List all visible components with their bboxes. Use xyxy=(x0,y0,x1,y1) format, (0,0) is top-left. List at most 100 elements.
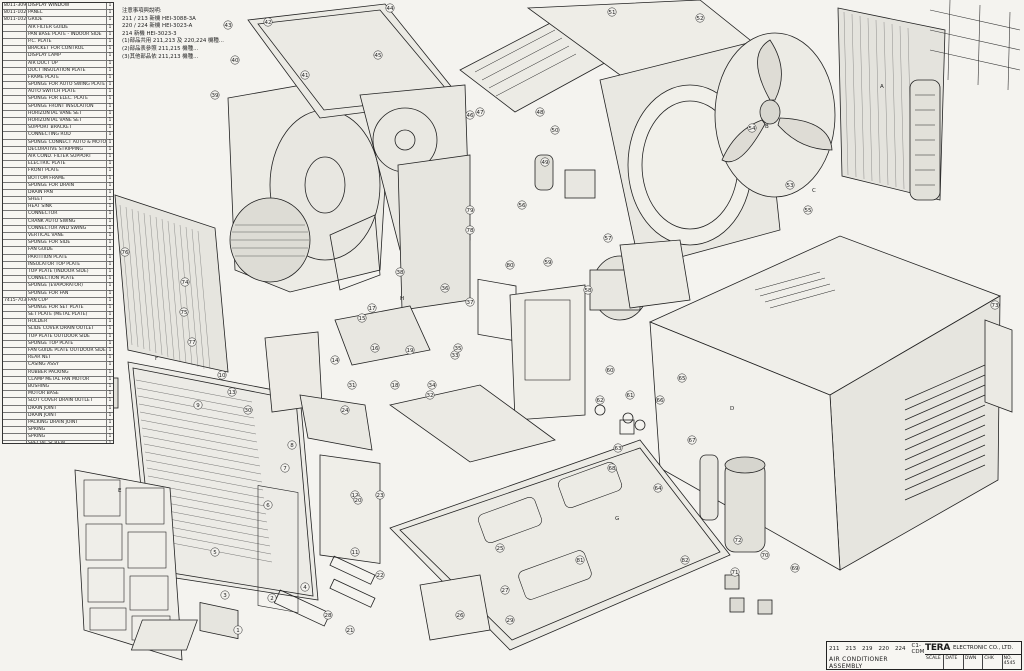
callout-39: 39 xyxy=(210,90,220,100)
callout-label: 49 xyxy=(542,160,549,166)
parts-list-desc: SPONGE TOP PLATE xyxy=(28,340,74,346)
callout-circle xyxy=(267,593,277,603)
callout-35: 35 xyxy=(453,343,463,353)
parts-list-qty: 1 xyxy=(106,38,113,46)
callout-circle xyxy=(607,463,617,473)
callout-label: 16 xyxy=(372,346,379,352)
callout-64: 64 xyxy=(653,483,663,493)
parts-list-desc: PACKING DRAIN JOINT xyxy=(28,419,79,425)
callout-circle xyxy=(340,405,350,415)
callout-62: 62 xyxy=(595,395,605,405)
callout-label: 82 xyxy=(682,558,689,564)
callout-circle xyxy=(603,233,613,243)
blower-assembly xyxy=(227,79,391,293)
parts-list-code xyxy=(3,304,27,312)
callout-10: 10 xyxy=(217,370,227,380)
parts-list-code xyxy=(3,139,27,146)
parts-list-desc: HEAT SINK xyxy=(28,204,53,210)
callout-circle xyxy=(323,610,333,620)
parts-list-desc: AIR FILTER GUIDE xyxy=(28,24,69,30)
callout-3: 3 xyxy=(220,590,230,600)
model-number: C1-CDM xyxy=(911,642,925,655)
callout-circle xyxy=(179,307,189,317)
parts-list-qty: 1 xyxy=(106,419,113,427)
parts-list-desc: VERTICAL VANE xyxy=(28,233,64,238)
parts-list-qty: 1 xyxy=(106,297,113,304)
callout-label: 1 xyxy=(236,628,240,634)
callout-circle xyxy=(223,20,233,30)
callout-34: 34 xyxy=(427,380,437,390)
callout-circle xyxy=(550,125,560,135)
callout-label: 25 xyxy=(497,546,504,552)
parts-list-qty: 1 xyxy=(106,340,113,347)
parts-list-desc: FRAME PLATE xyxy=(28,74,60,80)
note-line: 214 新機 HEI-3023-3 xyxy=(122,30,177,37)
callout-label: 7 xyxy=(283,466,287,472)
callout-circle xyxy=(230,55,240,65)
callout-label: 21 xyxy=(347,628,354,634)
parts-list-code xyxy=(3,326,27,333)
callout-label: 46 xyxy=(467,113,474,119)
callout-label: 76 xyxy=(122,250,129,256)
callout-circle xyxy=(287,440,297,450)
callout-circle xyxy=(540,157,550,167)
connection-letter-C: C xyxy=(812,188,816,194)
parts-list-code xyxy=(3,189,27,197)
parts-list-qty: 1 xyxy=(106,31,113,38)
callout-6: 6 xyxy=(263,500,273,510)
parts-list-qty: 1 xyxy=(106,290,113,297)
parts-list-code xyxy=(3,182,27,189)
callout-circle xyxy=(263,500,273,510)
grid-cell: DWN xyxy=(964,655,984,669)
parts-list-code xyxy=(3,31,27,38)
callout-label: 68 xyxy=(609,466,616,472)
note-line: (3)其他部品依 211,213 機種... xyxy=(122,53,199,60)
callout-circle xyxy=(187,337,197,347)
parts-list-qty: 1 xyxy=(106,355,113,362)
callout-label: 8 xyxy=(290,443,294,449)
parts-list-desc: BRACKET FOR CONTROL xyxy=(28,46,84,52)
parts-list-qty: 1 xyxy=(106,333,113,340)
parts-list-code xyxy=(3,391,27,398)
parts-list-code xyxy=(3,110,27,117)
callout-circle xyxy=(345,625,355,635)
parts-list-desc: SPRING xyxy=(28,427,46,433)
parts-list-qty: 1 xyxy=(106,391,113,398)
parts-list-code xyxy=(3,427,27,434)
parts-list-code xyxy=(3,441,27,443)
callout-label: 69 xyxy=(792,566,799,572)
callout-label: 70 xyxy=(762,553,769,559)
parts-list-qty: 1 xyxy=(106,376,113,383)
callout-circle xyxy=(465,225,475,235)
note-line: 注意事項與說明: xyxy=(122,8,162,14)
note-line: (1)部品共用 211,213 及 220,224 機種... xyxy=(122,38,224,45)
callout-circle xyxy=(425,390,435,400)
connection-letter-E: E xyxy=(118,488,122,494)
callout-label: 58 xyxy=(585,288,592,294)
callout-24: 24 xyxy=(340,405,350,415)
parts-list-desc: CLAMP METAL FAN MOTOR xyxy=(28,376,90,382)
parts-list-desc: BUSHING xyxy=(28,383,50,389)
callout-60: 60 xyxy=(605,365,615,375)
parts-list-qty: 1 xyxy=(106,434,113,441)
model-number: 219 xyxy=(862,645,873,652)
connection-letter-B: B xyxy=(765,124,769,130)
parts-list-code xyxy=(3,362,27,369)
parts-list-qty: 1 xyxy=(106,168,113,175)
callout-label: 61 xyxy=(627,393,634,399)
parts-list-desc: CRANK AUTO SWING xyxy=(28,218,76,224)
callout-41: 41 xyxy=(300,70,310,80)
parts-list-desc: SPONGE FOR SET PLATE xyxy=(28,304,84,310)
parts-list-desc: SLIDE COVER DRAIN OUTLET xyxy=(28,326,95,332)
model-number: 224 xyxy=(895,645,906,652)
